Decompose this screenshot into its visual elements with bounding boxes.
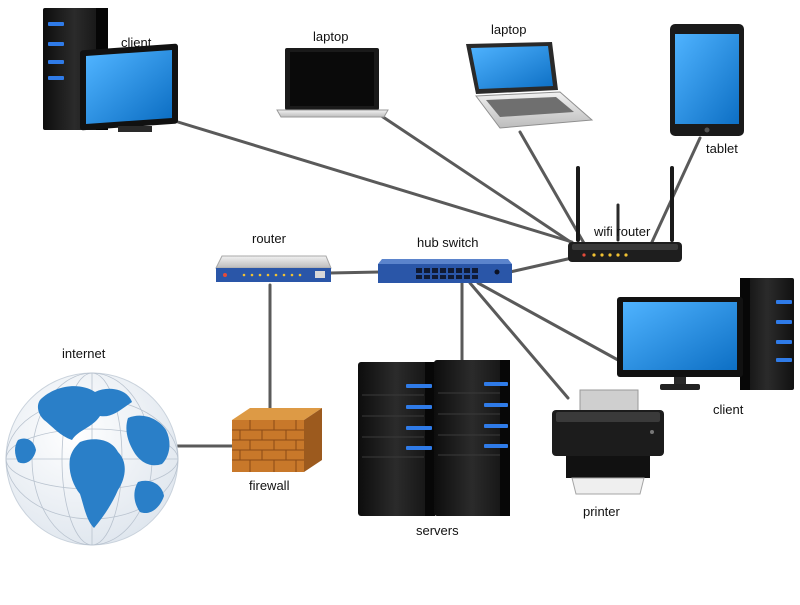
label-internet: internet <box>62 346 106 361</box>
wifi-router-leds <box>582 253 628 257</box>
tablet-home-button <box>704 127 710 133</box>
label-servers: servers <box>416 523 459 538</box>
laptop-2-screen <box>471 46 553 89</box>
globe-continents <box>15 386 170 528</box>
cable-laptop1-wifi <box>378 113 577 247</box>
label-wifi-router: wifi router <box>593 224 651 239</box>
client-right-monitor-stand <box>660 384 700 390</box>
client-right-tower-leds <box>776 300 792 362</box>
cable-switch-wifi <box>508 256 574 274</box>
label-hub-switch: hub switch <box>417 235 478 250</box>
cable-switch-printer <box>468 281 570 400</box>
router-power-led <box>223 273 227 277</box>
label-tablet: tablet <box>706 141 738 156</box>
firewall-side <box>304 408 322 472</box>
wifi-router-top <box>572 244 678 250</box>
printer-front-slot <box>566 456 650 478</box>
firewall-top <box>232 408 322 420</box>
wifi-router <box>568 166 682 262</box>
printer-button <box>650 430 654 434</box>
firewall-device <box>232 408 322 472</box>
router-device <box>215 255 332 282</box>
server-left <box>358 362 435 516</box>
internet-globe <box>5 372 179 546</box>
hub-switch-led <box>494 269 500 275</box>
client-top-tower-leds <box>48 22 64 80</box>
firewall-front <box>232 420 304 472</box>
laptop-2 <box>466 42 594 129</box>
servers-rack <box>358 360 510 516</box>
client-top-computer <box>43 8 178 132</box>
label-client-right: client <box>713 402 744 417</box>
cables <box>174 113 702 448</box>
laptop-1-screen <box>290 52 374 106</box>
hub-switch-top <box>378 259 512 264</box>
label-laptop-2: laptop <box>491 22 526 37</box>
laptop-1 <box>276 48 389 118</box>
printer-paper-in <box>579 389 639 413</box>
client-top-monitor-screen <box>86 49 172 124</box>
label-firewall: firewall <box>249 478 290 493</box>
tablet-screen <box>675 34 739 124</box>
label-client-top: client <box>121 35 152 50</box>
label-router: router <box>252 231 287 246</box>
client-top-monitor-stand <box>118 126 152 132</box>
hub-switch-front <box>378 264 512 283</box>
router-top <box>215 255 332 269</box>
server-right <box>434 360 510 516</box>
laptop-1-base <box>276 109 389 118</box>
label-laptop-1: laptop <box>313 29 348 44</box>
client-right-tower-side <box>740 278 750 390</box>
hub-switch-ports <box>416 268 478 279</box>
router-port <box>315 271 325 278</box>
router-leds <box>242 273 302 277</box>
client-right-monitor-screen <box>623 302 737 370</box>
laptop-2-keyboard <box>486 97 574 117</box>
cable-client-wifi <box>176 120 574 244</box>
tablet-device <box>670 24 744 136</box>
client-right-monitor-neck <box>674 377 686 385</box>
cable-router-switch <box>328 270 382 275</box>
printer-top-panel <box>556 412 660 422</box>
firewall-bricks <box>232 420 304 472</box>
client-right-computer <box>617 278 794 390</box>
printer-paper-out <box>571 477 645 495</box>
cable-switch-client <box>476 281 620 362</box>
hub-switch <box>378 259 512 283</box>
printer-device <box>552 389 664 495</box>
router-front <box>216 268 331 282</box>
label-printer: printer <box>583 504 621 519</box>
cable-laptop2-wifi <box>518 130 587 247</box>
cable-tablet-wifi <box>650 136 702 244</box>
